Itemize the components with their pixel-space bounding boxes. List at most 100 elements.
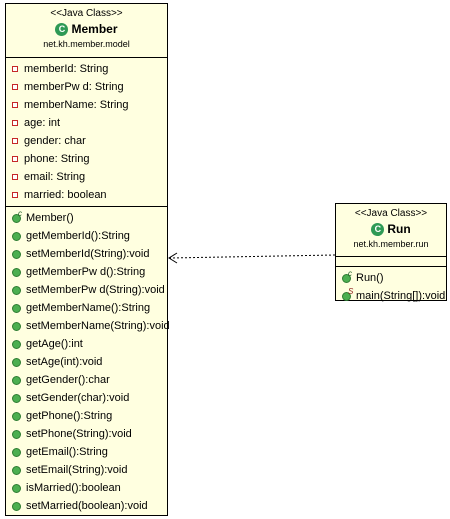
public-method-icon <box>12 285 21 295</box>
field-row[interactable]: memberPw d: String <box>6 78 167 96</box>
public-method-icon <box>12 393 21 403</box>
method-label: setMemberName(String):void <box>26 320 170 332</box>
field-label: phone: String <box>24 153 90 165</box>
method-label: setMemberPw d(String):void <box>26 284 165 296</box>
public-method-icon <box>12 483 21 493</box>
field-label: memberPw d: String <box>24 81 124 93</box>
private-field-icon <box>12 156 18 162</box>
public-method-icon <box>12 411 21 421</box>
member-class-header: <<Java Class>> C Member net.kh.member.mo… <box>6 4 167 58</box>
private-field-icon <box>12 120 18 126</box>
private-field-icon <box>12 84 18 90</box>
method-label: getEmail():String <box>26 446 108 458</box>
method-label: getAge():int <box>26 338 83 350</box>
public-method-icon <box>12 339 21 349</box>
method-label: Run() <box>356 272 384 284</box>
method-label: main(String[]):void <box>356 290 446 302</box>
field-row[interactable]: memberName: String <box>6 96 167 114</box>
field-label: memberName: String <box>24 99 129 111</box>
method-label: setPhone(String):void <box>26 428 132 440</box>
private-field-icon <box>12 174 18 180</box>
method-row[interactable]: setGender(char):void <box>6 389 167 407</box>
method-label: getMemberId():String <box>26 230 130 242</box>
private-field-icon <box>12 138 18 144</box>
method-label: getMemberPw d():String <box>26 266 146 278</box>
dependency-line <box>169 254 336 259</box>
method-label: setGender(char):void <box>26 392 130 404</box>
member-fields-compartment: memberId: String memberPw d: String memb… <box>6 58 167 207</box>
private-field-icon <box>12 66 18 72</box>
method-label: setAge(int):void <box>26 356 103 368</box>
public-method-icon <box>12 429 21 439</box>
constructor-row[interactable]: c Run() <box>336 269 446 287</box>
public-method-icon <box>12 357 21 367</box>
method-row[interactable]: getMemberId():String <box>6 227 167 245</box>
public-method-icon <box>12 321 21 331</box>
constructor-icon: c <box>342 269 352 283</box>
method-label: Member() <box>26 212 74 224</box>
method-row[interactable]: setPhone(String):void <box>6 425 167 443</box>
member-class-name: Member <box>71 22 118 36</box>
method-label: isMarried():boolean <box>26 482 121 494</box>
field-row[interactable]: gender: char <box>6 132 167 150</box>
field-row[interactable]: email: String <box>6 168 167 186</box>
public-method-icon <box>12 375 21 385</box>
static-method-icon: S <box>342 287 353 301</box>
method-row[interactable]: getMemberPw d():String <box>6 263 167 281</box>
method-row[interactable]: setMemberId(String):void <box>6 245 167 263</box>
method-row[interactable]: setAge(int):void <box>6 353 167 371</box>
field-label: email: String <box>24 171 86 183</box>
run-class-header: <<Java Class>> C Run net.kh.member.run <box>336 204 446 257</box>
method-row[interactable]: getEmail():String <box>6 443 167 461</box>
method-row[interactable]: setEmail(String):void <box>6 461 167 479</box>
method-row[interactable]: getPhone():String <box>6 407 167 425</box>
method-row[interactable]: isMarried():boolean <box>6 479 167 497</box>
run-stereotype: <<Java Class>> <box>354 208 428 219</box>
field-label: memberId: String <box>24 63 109 75</box>
method-label: setEmail(String):void <box>26 464 128 476</box>
run-class-title: C Run <box>336 222 446 236</box>
field-row[interactable]: phone: String <box>6 150 167 168</box>
field-row[interactable]: memberId: String <box>6 60 167 78</box>
method-row[interactable]: getMemberName():String <box>6 299 167 317</box>
private-field-icon <box>12 102 18 108</box>
private-field-icon <box>12 192 18 198</box>
dependency-arrowhead <box>168 252 178 264</box>
method-row[interactable]: getGender():char <box>6 371 167 389</box>
member-class-title: C Member <box>6 22 167 36</box>
run-class-name: Run <box>387 222 411 236</box>
member-methods-compartment: c Member() getMemberId():String setMember… <box>6 207 170 515</box>
public-method-icon <box>12 303 21 313</box>
public-method-icon <box>12 231 21 241</box>
method-label: setMarried(boolean):void <box>26 500 148 512</box>
field-row[interactable]: married: boolean <box>6 186 167 204</box>
run-class-box[interactable]: <<Java Class>> C Run net.kh.member.run c… <box>335 203 447 302</box>
method-label: getGender():char <box>26 374 110 386</box>
run-fields-compartment <box>336 257 446 267</box>
method-row[interactable]: getAge():int <box>6 335 167 353</box>
method-label: getPhone():String <box>26 410 113 422</box>
field-label: married: boolean <box>24 189 107 201</box>
field-row[interactable]: age: int <box>6 114 167 132</box>
public-method-icon <box>12 249 21 259</box>
member-stereotype: <<Java Class>> <box>50 8 123 19</box>
member-class-box[interactable]: <<Java Class>> C Member net.kh.member.mo… <box>5 3 170 516</box>
constructor-row[interactable]: c Member() <box>6 209 167 227</box>
constructor-icon: c <box>12 209 22 223</box>
public-method-icon <box>12 447 21 457</box>
method-row[interactable]: setMarried(boolean):void <box>6 497 167 515</box>
field-label: age: int <box>24 117 61 129</box>
method-label: setMemberId(String):void <box>26 248 150 260</box>
method-row[interactable]: setMemberName(String):void <box>6 317 170 335</box>
class-icon: C <box>371 222 385 236</box>
public-method-icon <box>12 501 21 511</box>
method-label: getMemberName():String <box>26 302 151 314</box>
class-icon: C <box>55 22 69 36</box>
public-method-icon <box>12 267 21 277</box>
method-row[interactable]: setMemberPw d(String):void <box>6 281 167 299</box>
public-method-icon <box>12 465 21 475</box>
run-package: net.kh.member.run <box>353 239 429 249</box>
